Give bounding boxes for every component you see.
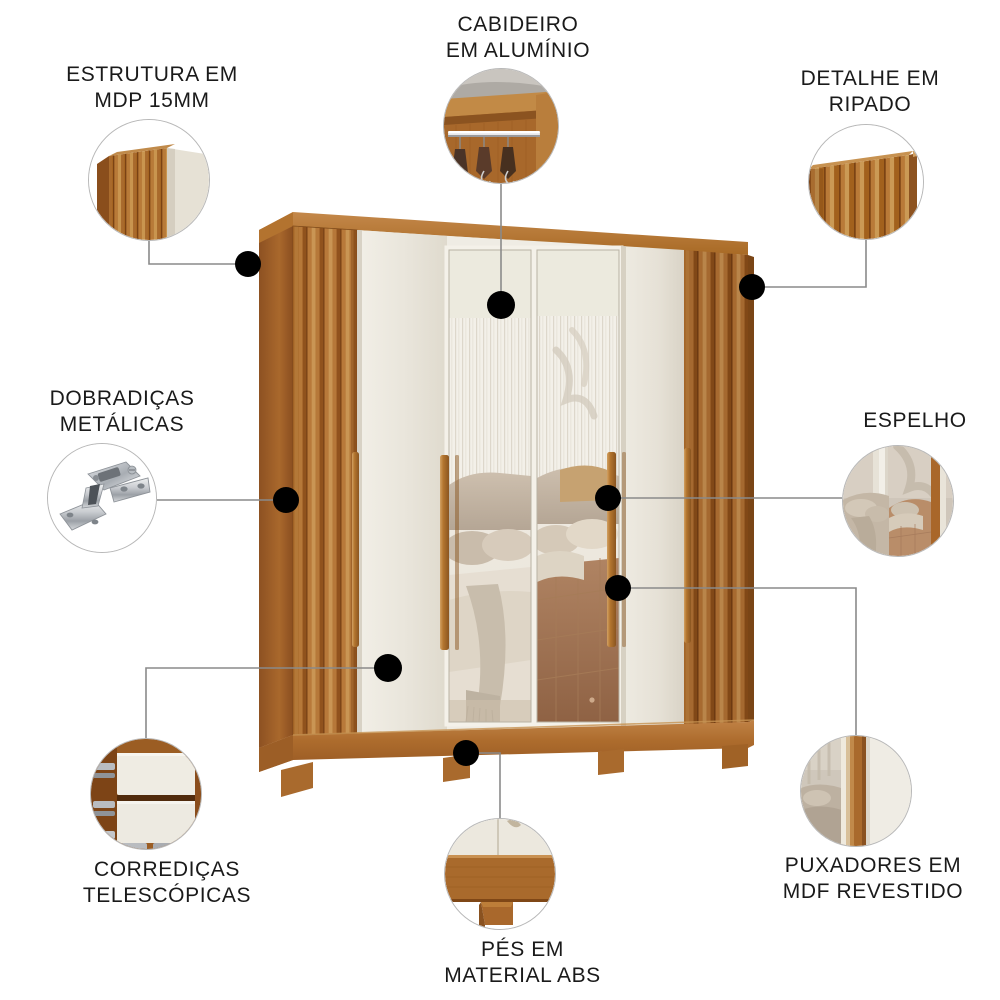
handle-door-2: [440, 455, 449, 650]
callout-bubble-ripado: [808, 124, 924, 240]
wardrobe-top-left-bevel: [259, 212, 293, 243]
callout-label-ripado: DETALHE EM RIPADO: [800, 67, 940, 116]
handle-door-4: [607, 452, 616, 647]
foot-4: [722, 744, 748, 769]
telescopic-drawer-slide-icon: [91, 739, 201, 849]
callout-label-cabideiro: CABIDEIRO EM ALUMÍNIO: [445, 13, 591, 62]
handle-door-1: [352, 452, 359, 647]
callout-bubble-estrutura: [88, 119, 210, 241]
mdf-handle-icon: [801, 736, 911, 846]
handle-door-3-shadow: [455, 455, 459, 650]
callout-bubble-dobradicas: [47, 443, 157, 553]
foot-1: [281, 762, 313, 797]
slatted-wood-panel-icon: [809, 125, 923, 239]
wardrobe-left-side-panel: [259, 226, 293, 748]
callout-label-pes: PÉS EM MATERIAL ABS: [444, 938, 601, 987]
callout-label-puxadores: PUXADORES EM MDF REVESTIDO: [782, 854, 964, 903]
callout-label-espelho: ESPELHO: [863, 409, 967, 432]
door-white-right: [621, 246, 684, 727]
foot-3: [598, 749, 624, 775]
door-slatted-right: [684, 250, 748, 725]
door-white-left: [357, 230, 447, 733]
callout-bubble-puxadores: [800, 735, 912, 847]
wardrobe-right-edge: [748, 255, 754, 722]
callout-bubble-cabideiro: [443, 68, 559, 184]
door-slatted-left: [293, 226, 357, 735]
mirror-left-reflection: [449, 250, 531, 722]
callout-label-dobradicas: DOBRADIÇAS METÁLICAS: [49, 387, 195, 436]
foot-2: [443, 754, 470, 782]
mirror-reflection-icon: [843, 446, 953, 556]
aluminium-hanger-rail-icon: [444, 69, 558, 183]
slatted-edge-detail-icon: [89, 120, 209, 240]
callout-bubble-pes: [444, 818, 556, 930]
callout-label-estrutura: ESTRUTURA EM MDP 15MM: [66, 63, 238, 112]
callout-bubble-espelho: [842, 445, 954, 557]
callout-label-corredicas: CORREDIÇAS TELESCÓPICAS: [82, 858, 252, 907]
metal-hinge-icon: [48, 444, 156, 552]
handle-door-5-shadow: [622, 452, 626, 647]
base-left-return: [259, 735, 293, 772]
handle-door-6: [684, 448, 691, 643]
callout-bubble-corredicas: [90, 738, 202, 850]
mirror-right-reflection: [537, 250, 619, 722]
abs-foot-icon: [445, 819, 555, 929]
